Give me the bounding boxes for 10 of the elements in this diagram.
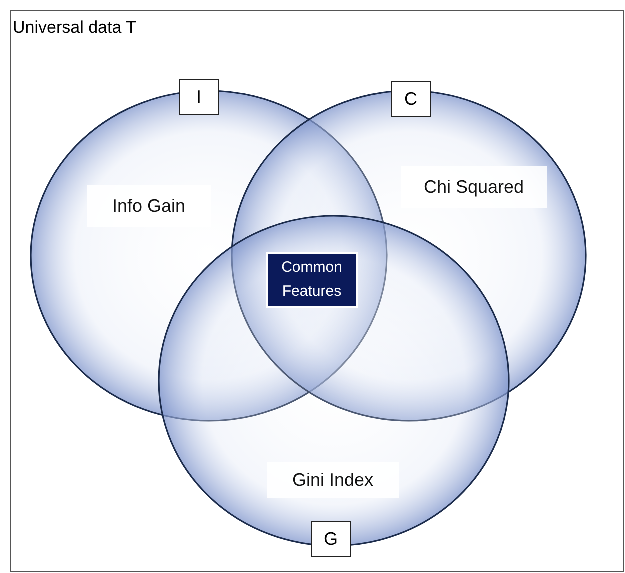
set-circle [159,216,509,557]
set-name-label: Info Gain [87,185,211,227]
intersection-label: Common Features [266,252,358,308]
set-label: C [391,81,431,117]
set-label: G [311,521,351,557]
set-label: I [179,79,219,115]
set-name-label: Gini Index [267,462,399,498]
set-name-label: Chi Squared [401,166,547,208]
universe-frame [10,10,624,572]
frame-title: Universal data T [13,17,138,39]
